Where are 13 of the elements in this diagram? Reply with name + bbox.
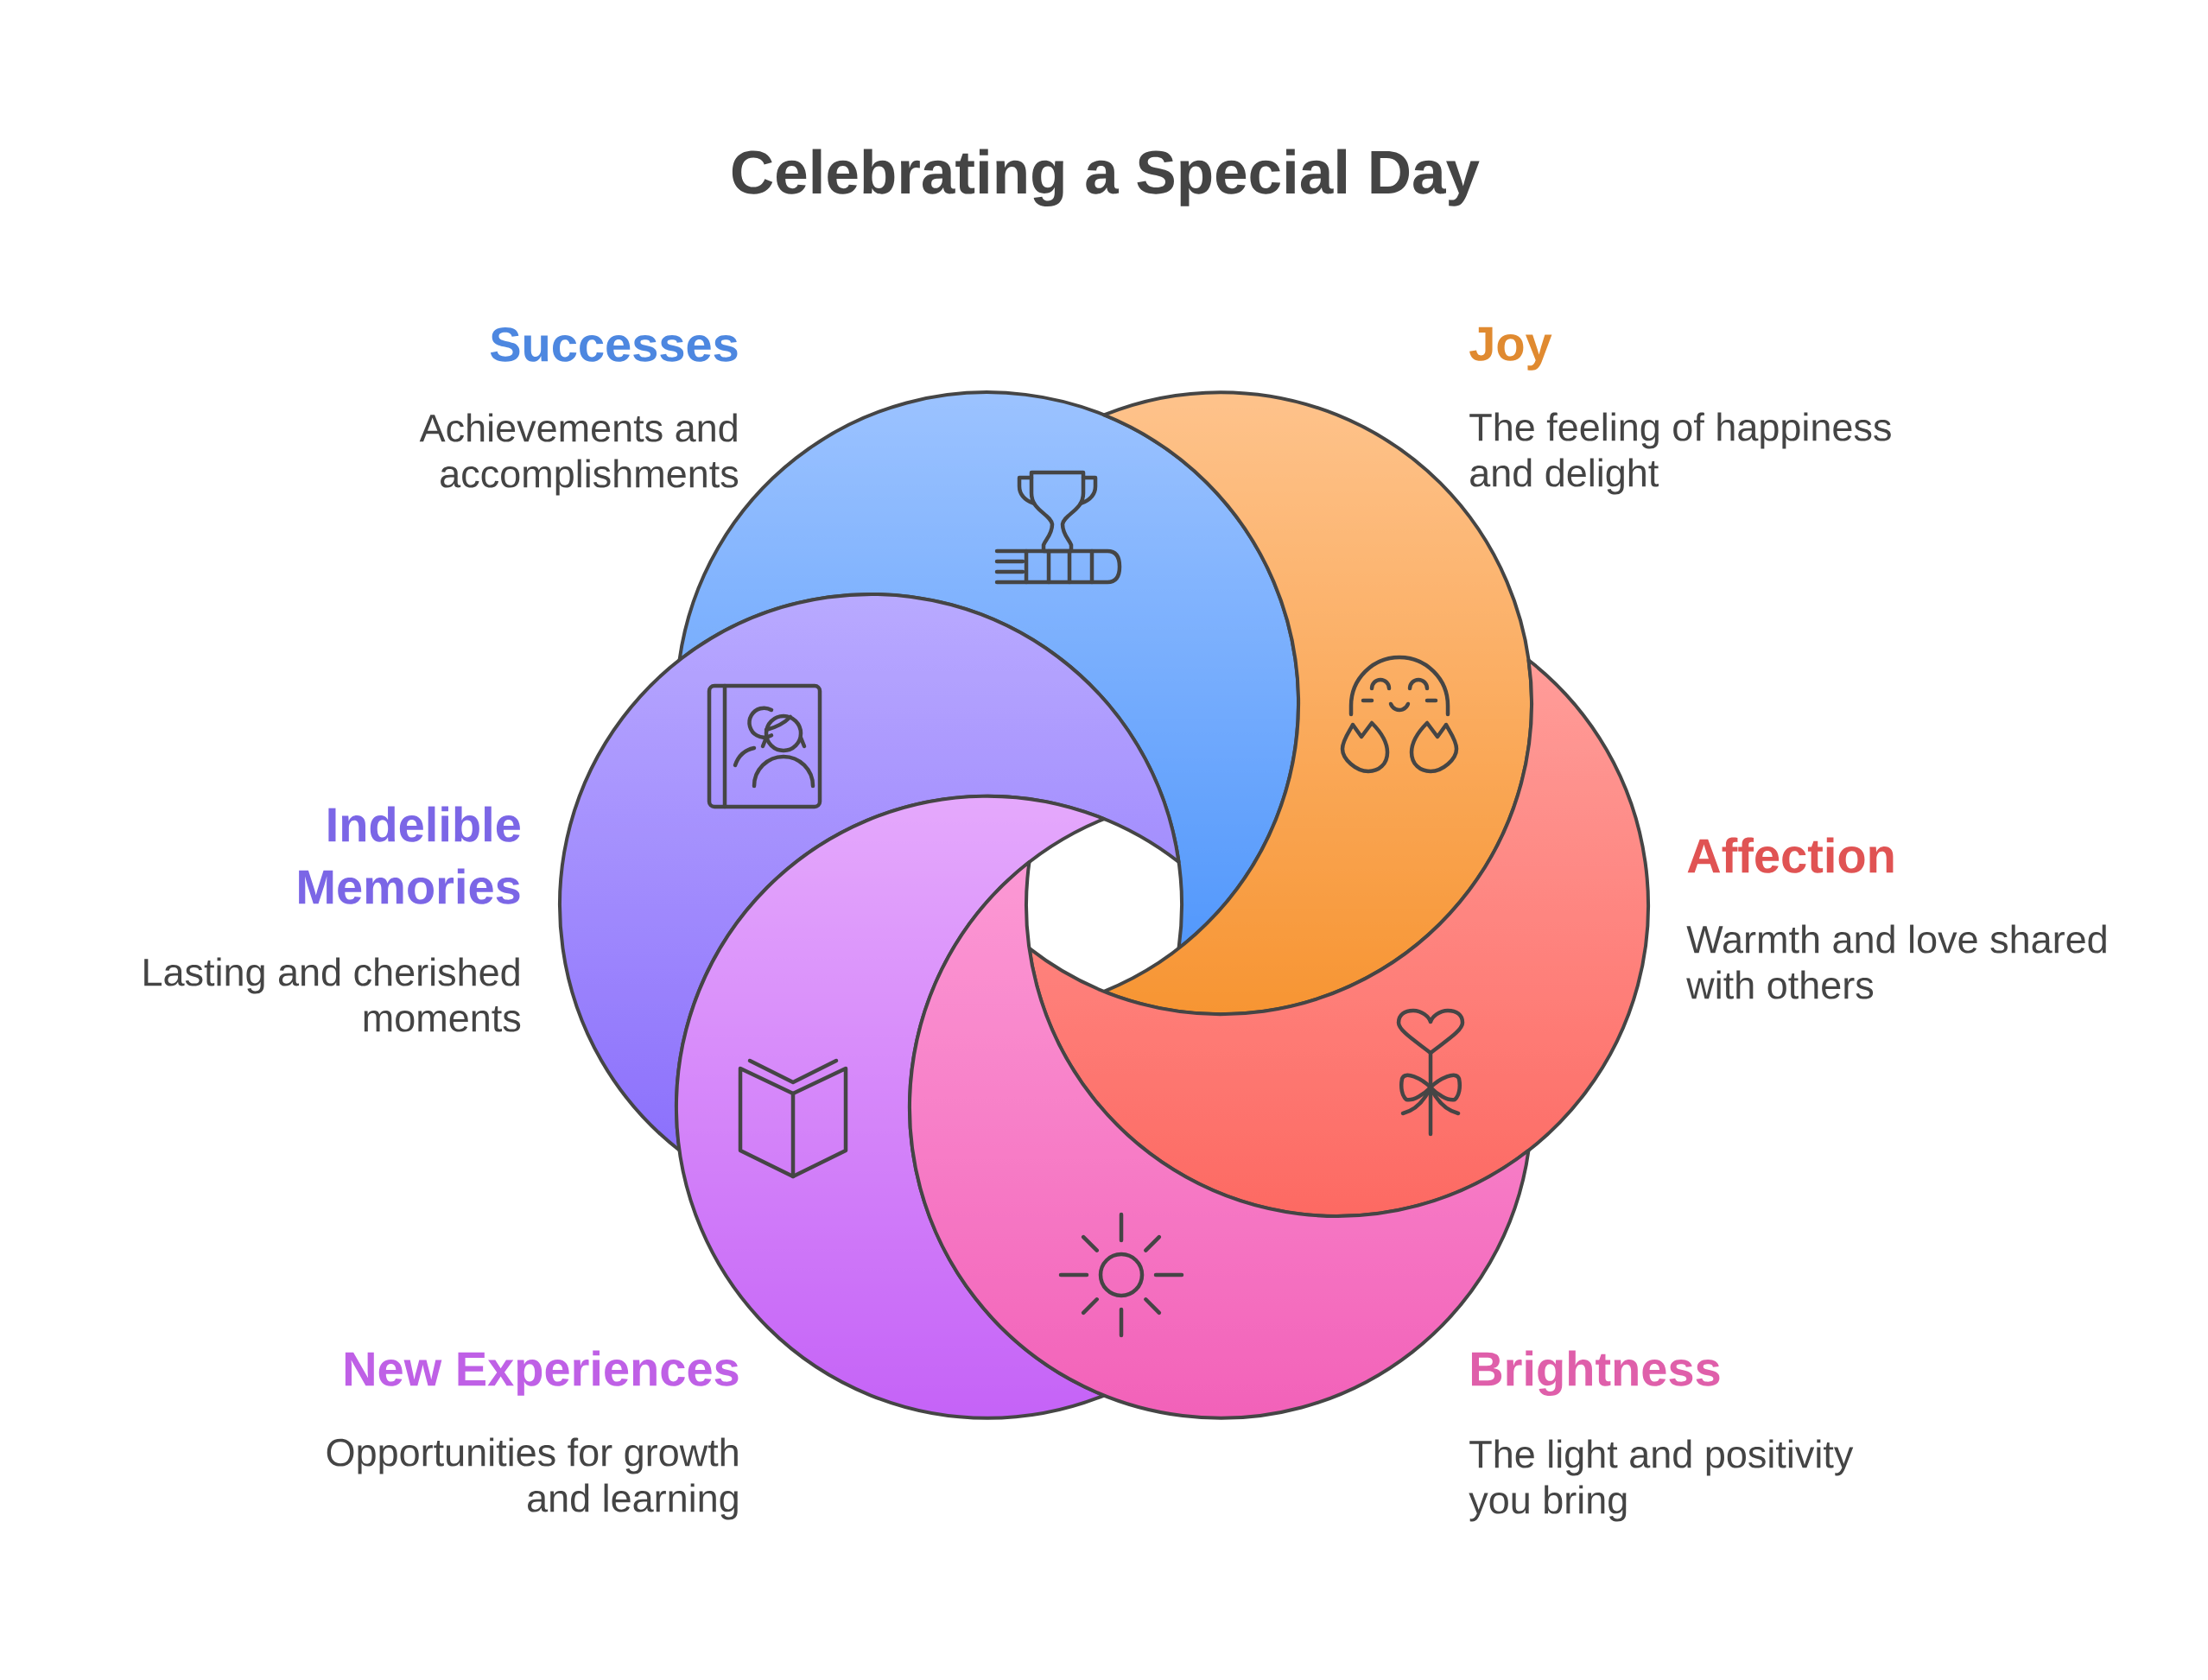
description: Achievements and accomplishments <box>419 413 739 496</box>
heading: Affection <box>1687 837 1894 873</box>
description: Lasting and cherished moments <box>144 957 521 1032</box>
description: The feeling of happiness and delight <box>1469 412 1891 495</box>
heading: New Experiences <box>345 1350 739 1396</box>
description: The light and positivity you bring <box>1469 1439 1854 1522</box>
description: Warmth and love shared with others <box>1686 924 2106 999</box>
heading: Joy <box>1469 326 1552 371</box>
title: Celebrating a Special Day <box>732 149 1480 206</box>
heading: Indelible Memories <box>299 806 520 904</box>
heading: Successes <box>490 327 738 362</box>
heading: Brightness <box>1471 1350 1720 1397</box>
description: Opportunities for growth and learning <box>327 1437 738 1520</box>
